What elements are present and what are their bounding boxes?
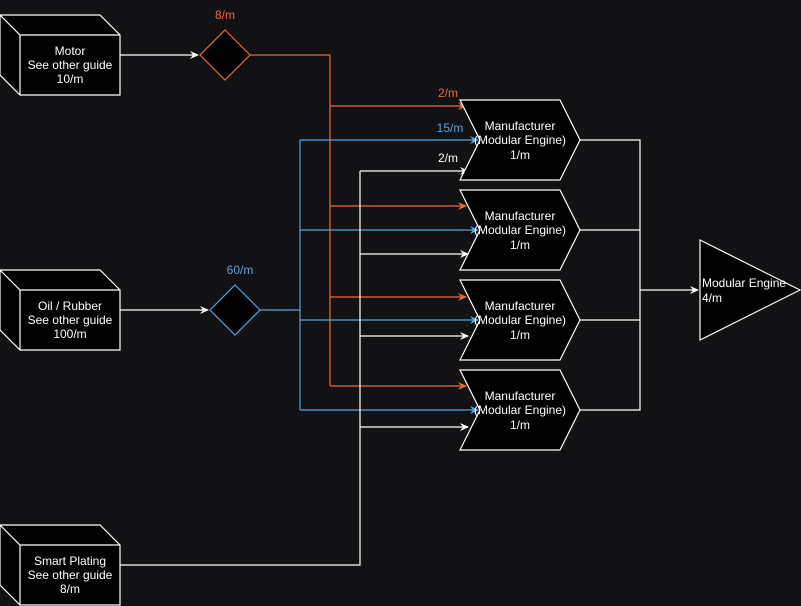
manufacturer-rate: 1/m [510, 238, 530, 252]
manufacturer-1[interactable]: Manufacturer (Modular Engine) 1/m [459, 99, 581, 181]
splitter-oil[interactable]: 60/m [209, 263, 261, 336]
manufacturer-title: Manufacturer [485, 299, 556, 313]
manufacturer-recipe: (Modular Engine) [474, 223, 566, 237]
edges [120, 51, 699, 566]
edge-plating-trunk[interactable] [120, 171, 361, 566]
source-motor[interactable]: Motor See other guide 10/m [0, 14, 121, 96]
cube-edges [0, 269, 120, 350]
manufacturer-rate: 1/m [510, 418, 530, 432]
source-rate: 8/m [60, 582, 80, 596]
manufacturer-rate: 1/m [510, 148, 530, 162]
source-name: Smart Plating [34, 554, 106, 568]
plating-input-rate-label: 2/m [438, 151, 458, 165]
edge-output-merge[interactable] [580, 139, 641, 411]
manufacturer-recipe: (Modular Engine) [474, 403, 566, 417]
splitter-motor[interactable]: 8/m [199, 8, 251, 81]
source-oil-rubber[interactable]: Oil / Rubber See other guide 100/m [0, 269, 121, 351]
cube-edges [0, 14, 120, 95]
source-note: See other guide [28, 568, 113, 582]
manufacturer-chevron [459, 99, 581, 181]
source-note: See other guide [28, 58, 113, 72]
manufacturer-title: Manufacturer [485, 119, 556, 133]
splitter-diamond [199, 29, 251, 81]
source-rate: 10/m [57, 72, 84, 86]
edge-orange-trunk[interactable] [250, 54, 331, 386]
source-name: Oil / Rubber [38, 299, 102, 313]
output-triangle [699, 239, 801, 341]
manufacturer-chevron [459, 369, 581, 451]
manufacturer-4[interactable]: Manufacturer (Modular Engine) 1/m [459, 369, 581, 451]
manufacturer-rate: 1/m [510, 328, 530, 342]
manufacturer-recipe: (Modular Engine) [474, 313, 566, 327]
manufacturer-chevron [459, 189, 581, 271]
splitter-rate: 60/m [227, 263, 254, 277]
splitter-diamond [209, 284, 261, 336]
manufacturer-3[interactable]: Manufacturer (Modular Engine) 1/m [459, 279, 581, 361]
manufacturer-chevron [459, 279, 581, 361]
oil-input-rate-label: 15/m [437, 121, 464, 135]
manufacturer-recipe: (Modular Engine) [474, 133, 566, 147]
source-smart-plating[interactable]: Smart Plating See other guide 8/m [0, 524, 121, 606]
output-name: Modular Engine [702, 276, 786, 290]
cube-edges [0, 524, 120, 605]
splitter-rate: 8/m [215, 8, 235, 22]
output-modular-engine[interactable]: Modular Engine 4/m [699, 239, 801, 341]
motor-input-rate-label: 2/m [438, 86, 458, 100]
manufacturer-title: Manufacturer [485, 209, 556, 223]
source-note: See other guide [28, 313, 113, 327]
source-name: Motor [55, 44, 86, 58]
source-rate: 100/m [53, 327, 86, 341]
manufacturer-2[interactable]: Manufacturer (Modular Engine) 1/m [459, 189, 581, 271]
manufacturer-title: Manufacturer [485, 389, 556, 403]
output-rate: 4/m [702, 291, 722, 305]
